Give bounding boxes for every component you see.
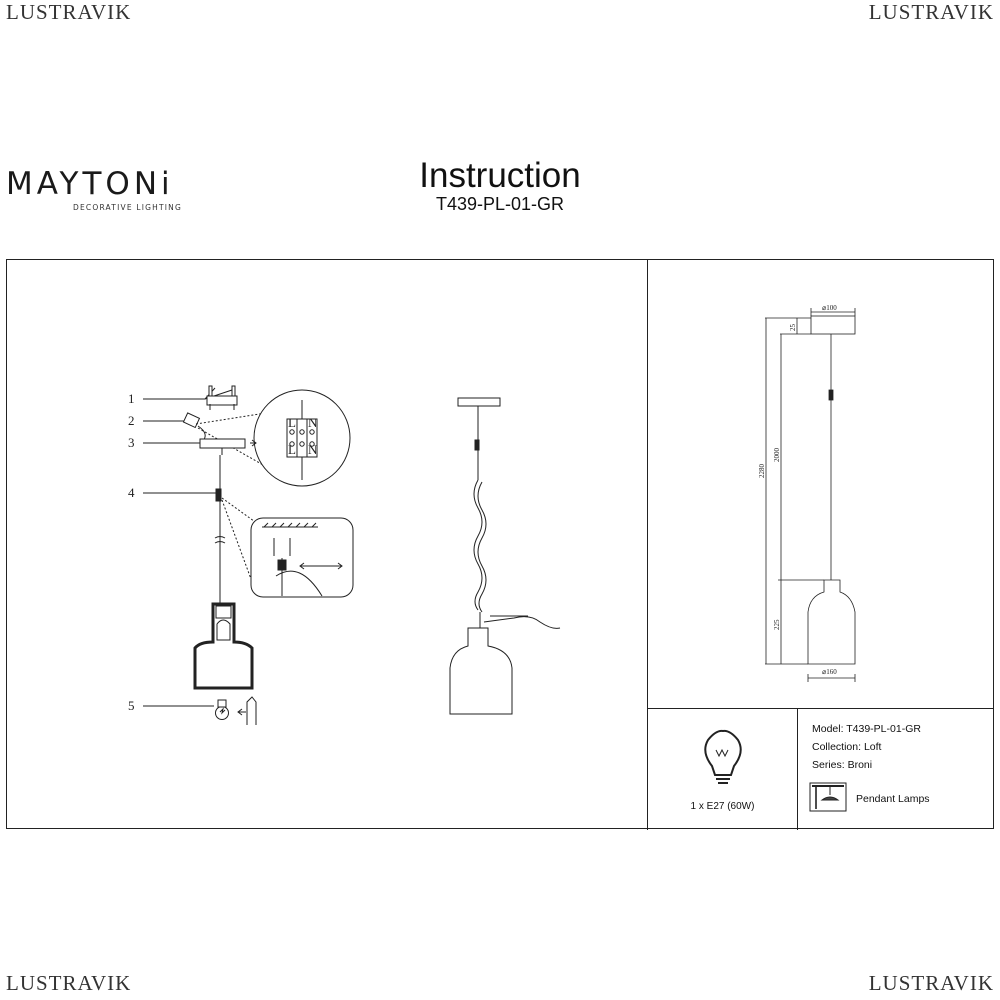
step-number-2: 2 <box>128 413 135 428</box>
dimension-drawing <box>765 308 856 682</box>
watermark-top-left: LUSTRAVIK <box>6 0 132 24</box>
frame-divider-horizontal <box>647 708 994 709</box>
watermark-top-right: LUSTRAVIK <box>868 0 994 24</box>
clamp-zoom <box>250 517 354 598</box>
info-model: Model: T439-PL-01-GR <box>812 723 921 735</box>
pendant-lamp-icon <box>809 782 847 812</box>
brand-logo: MAYTONi DECORATIVE LIGHTING <box>6 166 188 212</box>
dim-canopy-diameter: ⌀100 <box>822 304 837 312</box>
info-divider <box>797 708 798 830</box>
step-number-3: 3 <box>128 435 135 450</box>
assembly-diagram: L N L N <box>128 385 354 725</box>
info-type: Pendant Lamps <box>856 793 930 805</box>
dim-shade-diameter: ⌀160 <box>822 668 837 676</box>
dim-shade-height: 225 <box>773 619 781 630</box>
canopy-icon <box>143 438 257 455</box>
terminal-zoom <box>253 389 351 487</box>
brand-tagline: DECORATIVE LIGHTING <box>72 203 182 212</box>
dim-cable-length: 2000 <box>773 448 781 463</box>
step-number-5: 5 <box>128 698 135 713</box>
cable-adjust-diagram <box>449 397 561 715</box>
document-title: Instruction <box>419 156 581 195</box>
info-series: Series: Broni <box>812 759 873 771</box>
info-collection: Collection: Loft <box>812 741 882 753</box>
step-number-1: 1 <box>128 391 135 406</box>
frame-divider-vertical <box>647 259 648 830</box>
step5-bulb-icon <box>143 696 257 725</box>
terminal-block-icon <box>143 411 273 471</box>
brand-name: MAYTONi <box>6 166 174 202</box>
dim-canopy-height: 25 <box>789 324 797 332</box>
step-number-4: 4 <box>128 485 135 500</box>
bulb-icon <box>704 729 742 784</box>
watermark-bottom-right: LUSTRAVIK <box>868 971 994 995</box>
cable-clamp-icon <box>143 455 259 604</box>
terminal-label-top-n: N <box>308 415 318 430</box>
shade-icon <box>193 602 254 690</box>
terminal-label-bottom-n: N <box>308 442 318 457</box>
terminal-label-bottom-l: L <box>288 442 296 457</box>
lamp-spec: 1 x E27 (60W) <box>690 801 755 812</box>
document-model: T439-PL-01-GR <box>435 194 565 214</box>
instruction-frame <box>6 259 994 829</box>
dim-total-height: 2280 <box>758 464 766 479</box>
screws-icon <box>143 385 238 410</box>
watermark-bottom-left: LUSTRAVIK <box>6 971 132 995</box>
terminal-label-top-l: L <box>288 415 296 430</box>
